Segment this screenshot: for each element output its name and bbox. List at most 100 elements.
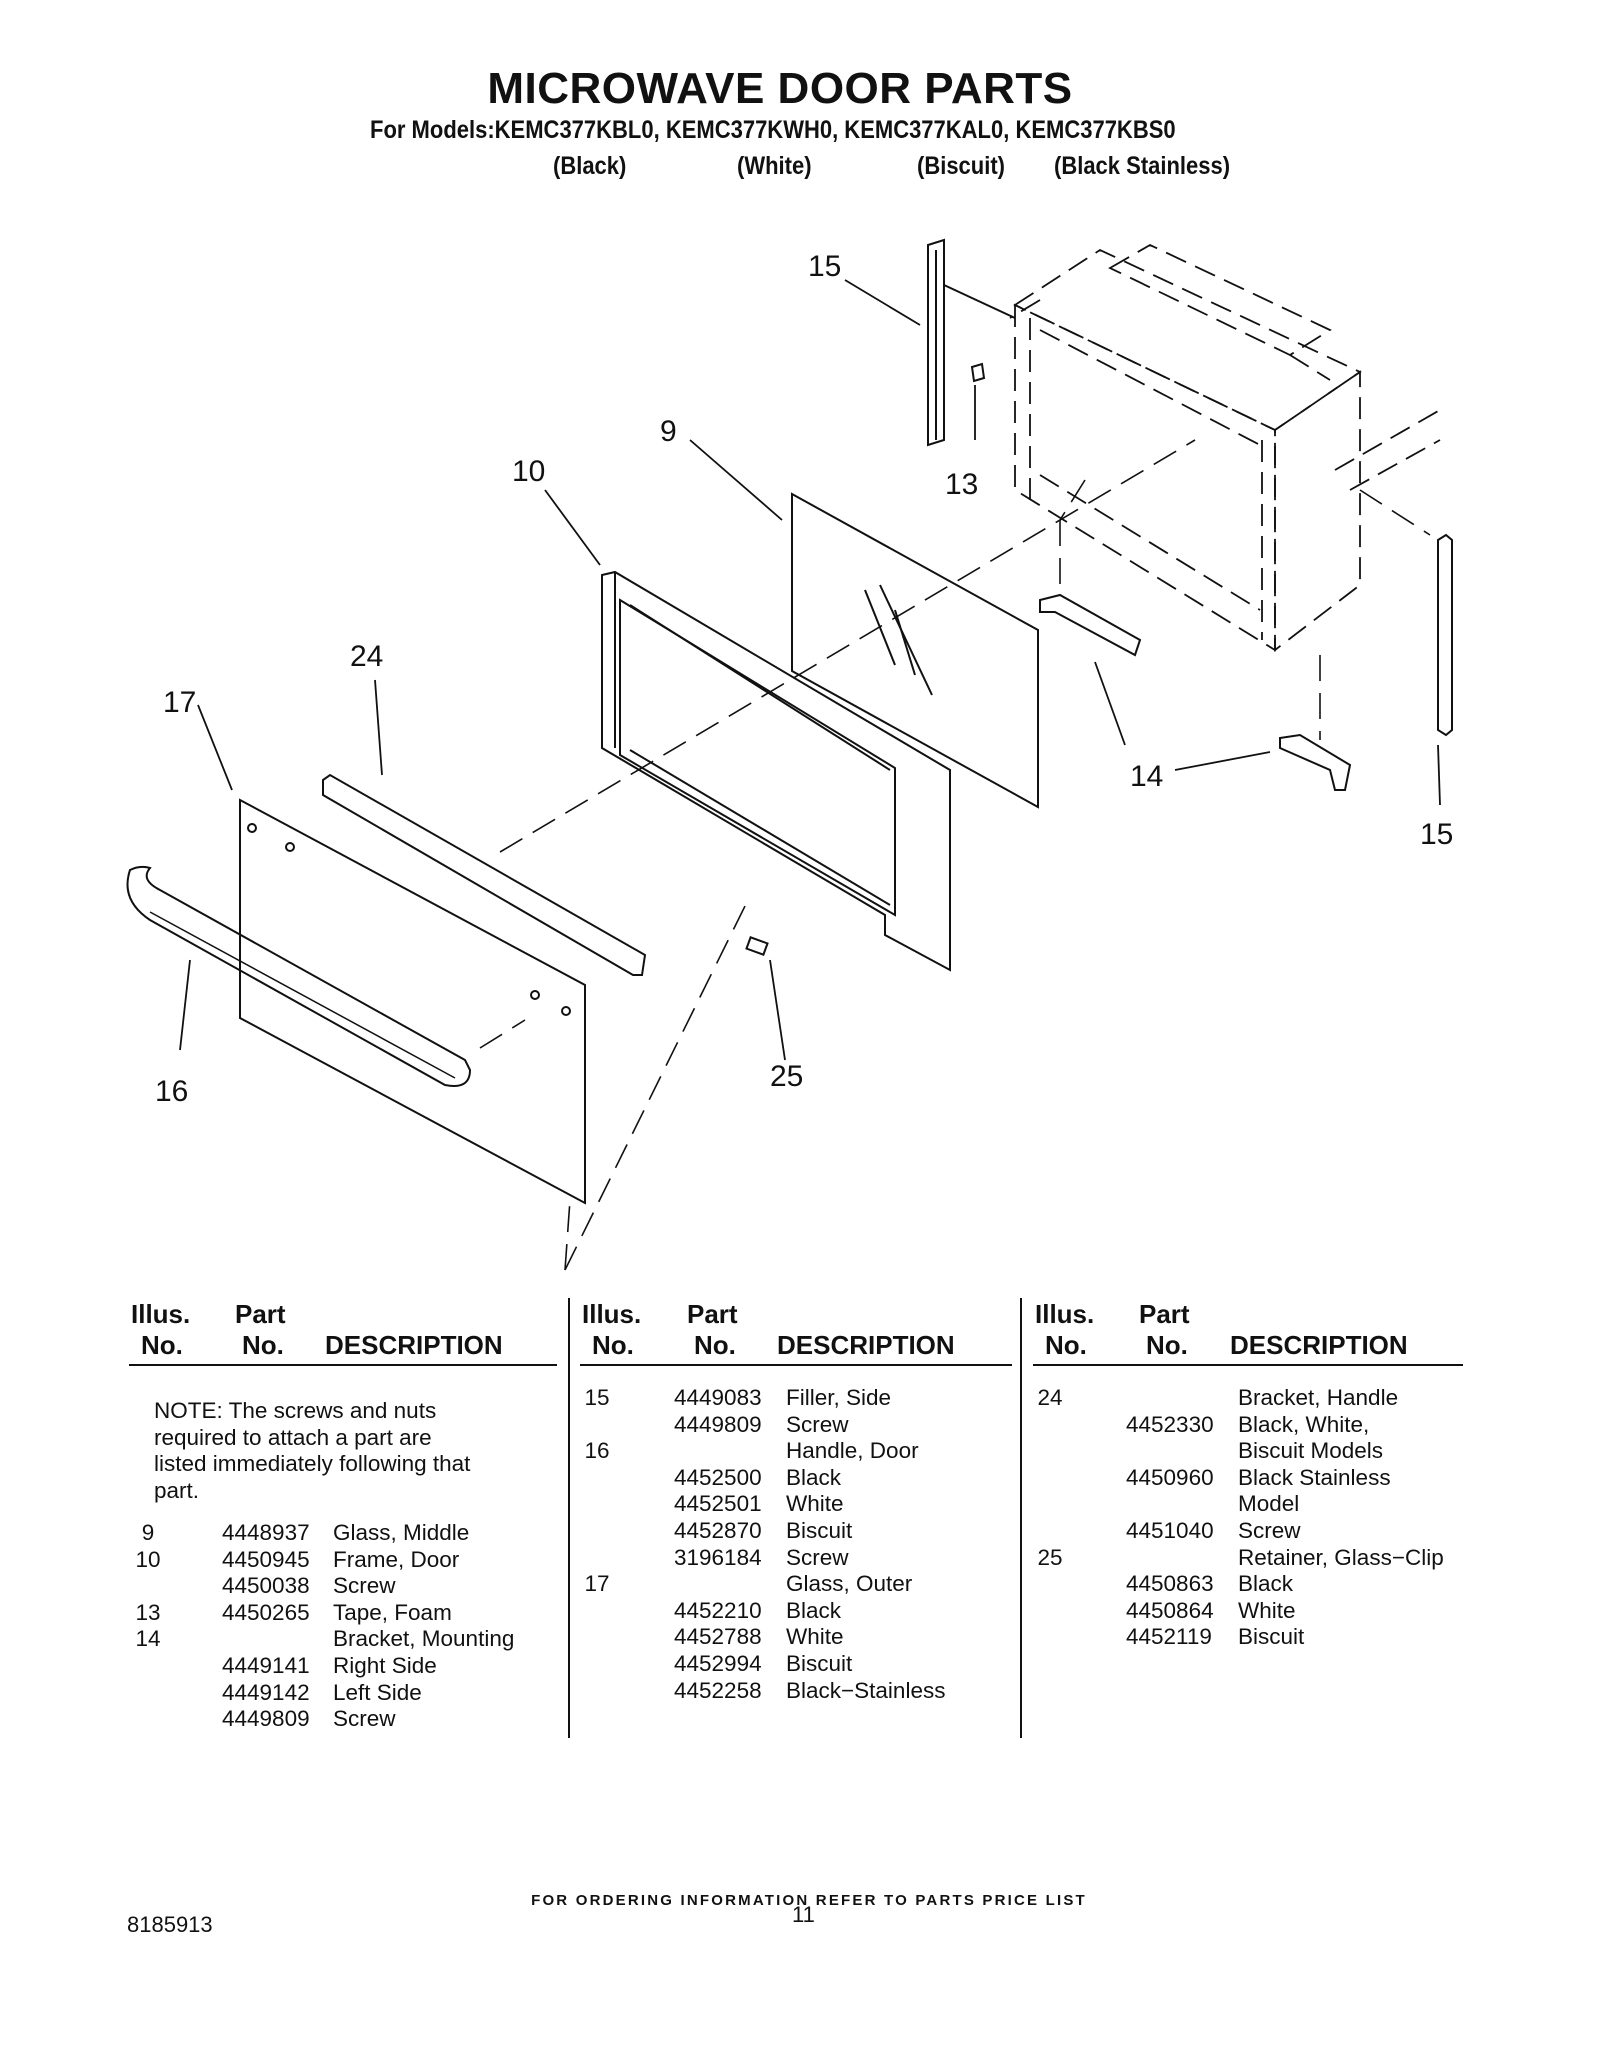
header-illus: Illus. xyxy=(582,1299,642,1329)
header-part: Part xyxy=(1139,1299,1190,1329)
part-description: Screw xyxy=(1238,1518,1301,1543)
part-number: 4449809 xyxy=(222,1706,310,1732)
part-description: Biscuit Models xyxy=(1238,1438,1384,1464)
part-number: 4452994 xyxy=(674,1651,762,1676)
callout-10: 10 xyxy=(512,455,546,488)
part-description: Right Side xyxy=(333,1653,437,1678)
document-number: 8185913 xyxy=(127,1912,213,1937)
part-description: Handle, Door xyxy=(786,1438,919,1464)
callout-14: 14 xyxy=(1130,760,1164,793)
part-number: 4449809 xyxy=(674,1411,762,1437)
part-14-bracket-right xyxy=(1039,593,1142,657)
variant-black-stainless: (Black Stainless) xyxy=(1054,152,1231,180)
part-16-handle-door xyxy=(126,865,472,1087)
header-illus: Illus. xyxy=(131,1299,191,1329)
part-description: Glass, Middle xyxy=(333,1520,470,1545)
part-description: Screw xyxy=(786,1544,849,1570)
part-number: 4452788 xyxy=(674,1624,762,1650)
header-rule-2 xyxy=(580,1364,1012,1366)
column-divider-2 xyxy=(1020,1298,1022,1738)
part-number: 4451040 xyxy=(1126,1518,1214,1543)
header-part-no: No. xyxy=(242,1330,284,1360)
illus-number: 25 xyxy=(1037,1544,1063,1570)
header-rule-1 xyxy=(129,1364,557,1366)
page-number: 11 xyxy=(792,1902,815,1927)
part-description: White xyxy=(786,1624,844,1650)
header-illus: Illus. xyxy=(1035,1299,1095,1329)
part-14-bracket-left xyxy=(1279,733,1352,791)
callout-17: 17 xyxy=(163,686,197,719)
part-number: 4452258 xyxy=(674,1677,762,1703)
callout-24: 24 xyxy=(350,640,384,673)
header-part-no: No. xyxy=(694,1330,736,1360)
table-note: NOTE: The screws and nuts required to at… xyxy=(154,1398,471,1503)
callout-15-top: 15 xyxy=(808,250,842,283)
part-17-glass-outer xyxy=(239,798,586,1205)
illus-number: 15 xyxy=(584,1385,610,1410)
part-number: 4450038 xyxy=(222,1573,310,1599)
part-description: Black xyxy=(1238,1571,1294,1597)
header-illus-no: No. xyxy=(592,1330,634,1360)
illus-number: 24 xyxy=(1037,1385,1063,1410)
header-description: DESCRIPTION xyxy=(325,1330,503,1360)
header-illus-no: No. xyxy=(1045,1330,1087,1360)
illus-number: 14 xyxy=(135,1626,161,1652)
part-description: Glass, Outer xyxy=(786,1571,913,1597)
part-description: Frame, Door xyxy=(333,1546,460,1572)
part-description: Retainer, Glass−Clip xyxy=(1238,1544,1444,1570)
part-number: 4449141 xyxy=(222,1653,310,1678)
part-number: 4452330 xyxy=(1126,1411,1214,1437)
illus-number: 16 xyxy=(584,1438,610,1464)
part-15-filler-left xyxy=(927,238,1016,447)
part-number: 4452500 xyxy=(674,1464,762,1490)
part-number: 4449142 xyxy=(222,1679,310,1705)
illus-number: 10 xyxy=(135,1546,161,1572)
part-25-retainer xyxy=(745,936,769,956)
header-part: Part xyxy=(235,1299,286,1329)
part-description: Screw xyxy=(786,1411,849,1437)
callout-13: 13 xyxy=(945,468,979,501)
part-15-filler-right xyxy=(1437,533,1453,737)
exploded-parts-diagram xyxy=(126,238,1453,1271)
callout-16: 16 xyxy=(155,1075,189,1108)
part-description: Screw xyxy=(333,1706,396,1732)
part-description: Bracket, Handle xyxy=(1238,1385,1399,1410)
column-divider-1 xyxy=(568,1298,570,1738)
part-description: Left Side xyxy=(333,1679,422,1705)
part-number: 4450945 xyxy=(222,1546,310,1572)
part-9-glass-middle xyxy=(791,492,1039,809)
part-description: Filler, Side xyxy=(786,1385,892,1410)
callout-9: 9 xyxy=(660,415,677,448)
part-number: 4449083 xyxy=(674,1385,762,1410)
part-description: Tape, Foam xyxy=(333,1599,452,1625)
part-description: Biscuit xyxy=(786,1518,853,1543)
part-description: White xyxy=(786,1491,844,1517)
header-illus-no: No. xyxy=(141,1330,183,1360)
part-number: 4450960 xyxy=(1126,1464,1214,1490)
cabinet-outline xyxy=(1009,243,1441,652)
part-13-tape xyxy=(970,362,986,383)
header-description: DESCRIPTION xyxy=(777,1330,955,1360)
part-number: 3196184 xyxy=(674,1544,762,1570)
part-description: Black xyxy=(786,1597,842,1623)
variant-biscuit: (Biscuit) xyxy=(917,152,1005,180)
part-description: Model xyxy=(1238,1491,1300,1517)
part-number: 4452119 xyxy=(1126,1624,1212,1650)
models-line: For Models:KEMC377KBL0, KEMC377KWH0, KEM… xyxy=(370,116,1176,144)
part-number: 4450265 xyxy=(222,1599,310,1625)
part-description: Biscuit xyxy=(786,1651,853,1676)
page-title: MICROWAVE DOOR PARTS xyxy=(487,64,1073,113)
part-number: 4452870 xyxy=(674,1518,762,1543)
header-part: Part xyxy=(687,1299,738,1329)
part-number: 4452501 xyxy=(674,1491,762,1517)
part-description: Black−Stainless xyxy=(786,1677,946,1703)
part-description: Black xyxy=(786,1464,842,1490)
callout-25: 25 xyxy=(770,1060,804,1093)
header-rule-3 xyxy=(1033,1364,1463,1366)
part-24-bracket-handle xyxy=(322,773,647,976)
part-description: White xyxy=(1238,1597,1296,1623)
part-number: 4452210 xyxy=(674,1597,762,1623)
header-part-no: No. xyxy=(1146,1330,1188,1360)
illus-number: 9 xyxy=(141,1520,155,1545)
variant-black: (Black) xyxy=(553,152,627,180)
